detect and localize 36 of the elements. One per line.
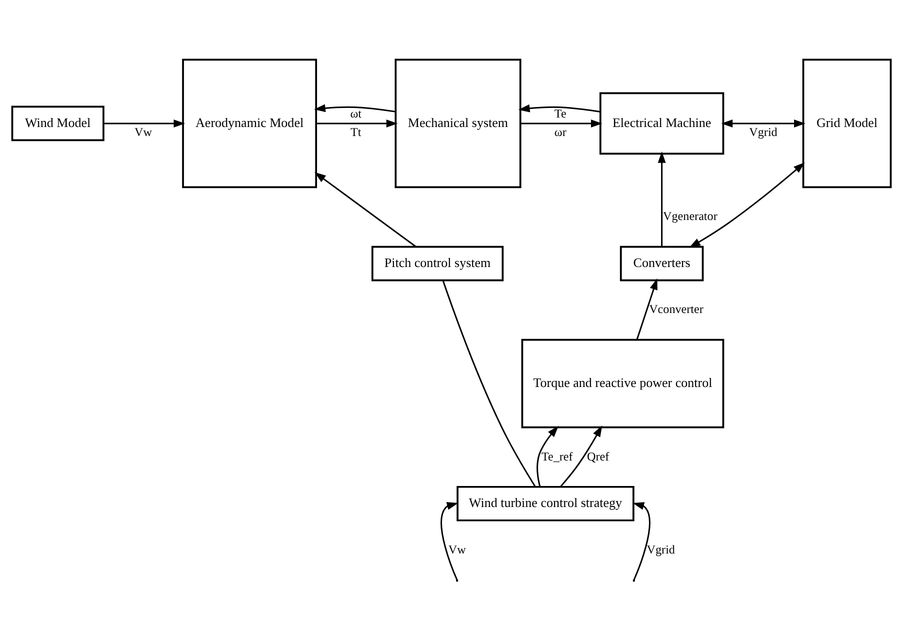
edge-label: Te_ref	[541, 449, 573, 464]
arrow	[658, 152, 666, 247]
edge-label: ωt	[350, 106, 362, 120]
edge-label: Tt	[350, 124, 362, 139]
edge-label: Vw	[448, 542, 466, 556]
arrow	[520, 120, 602, 128]
edge-label: Vgrid	[646, 542, 675, 556]
edge-label: Vgenerator	[663, 209, 718, 224]
node-box: Mechanical system	[394, 58, 522, 188]
node-box: Converters	[620, 246, 704, 282]
arrow	[440, 502, 458, 580]
node-box: Aerodynamic Model	[182, 58, 318, 188]
edge-label: ωr	[554, 124, 566, 139]
node-box: Torque and reactive power control	[521, 338, 724, 428]
arrow	[316, 120, 398, 128]
node-box: Electrical Machine	[599, 92, 724, 155]
arrow	[104, 120, 186, 128]
arrow	[536, 426, 558, 487]
node-box: Grid Model	[802, 58, 892, 188]
arrow	[314, 104, 396, 112]
edge-label: Vw	[134, 124, 152, 139]
arrow	[636, 278, 658, 340]
arrow	[632, 502, 650, 580]
node-box: Pitch control system	[371, 246, 504, 282]
arrow	[721, 120, 806, 128]
node-box: Wind Model	[11, 106, 104, 142]
arrow	[314, 172, 416, 248]
edge-label: Te	[554, 106, 566, 120]
arrow	[560, 425, 602, 488]
edge-label: Vgrid	[749, 124, 778, 139]
arrow	[518, 104, 600, 112]
connector	[442, 280, 536, 487]
edge-label: Qref	[587, 449, 610, 464]
node-box: Wind turbine control strategy	[456, 486, 634, 522]
edge-label: Vconverter	[649, 302, 704, 316]
arrow	[689, 162, 805, 248]
